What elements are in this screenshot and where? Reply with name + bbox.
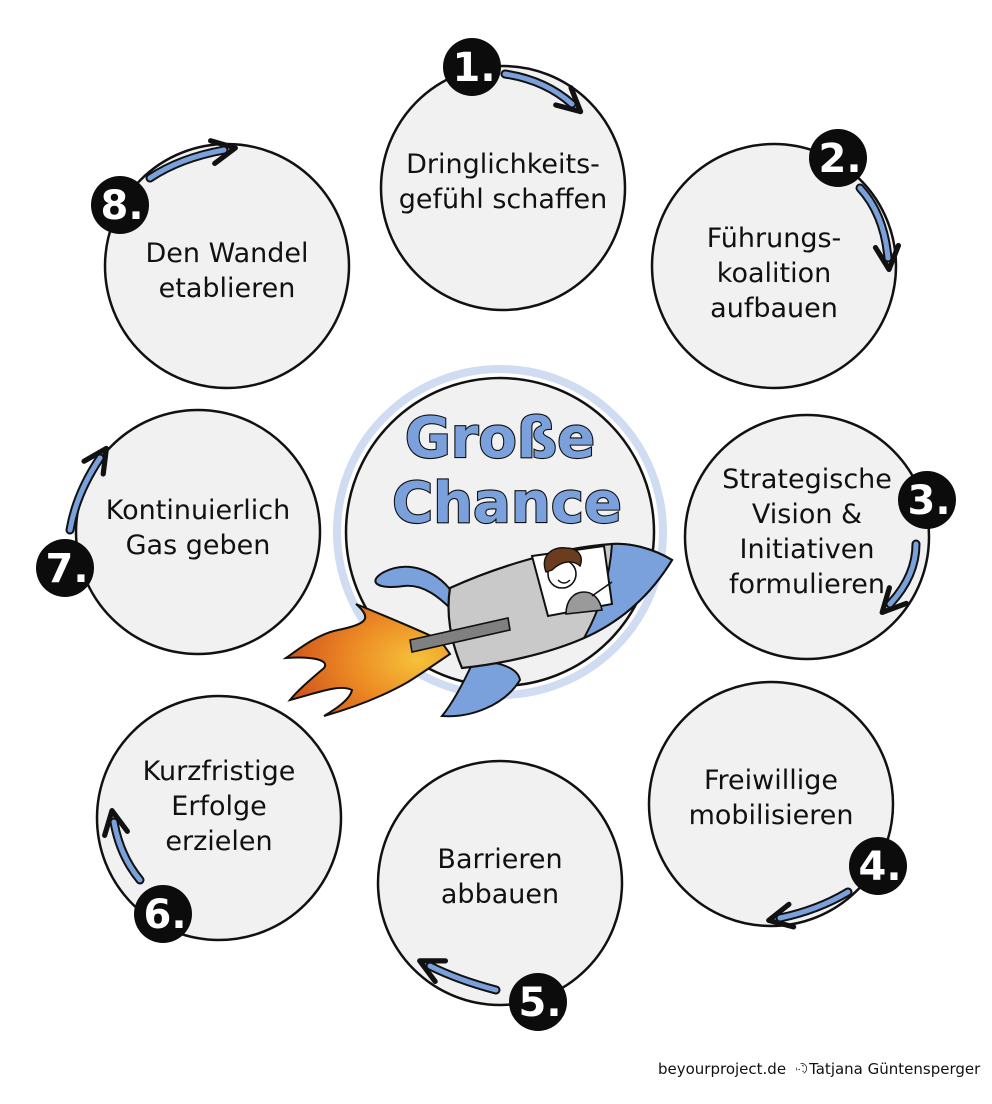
rocket-flame xyxy=(282,603,452,717)
step-2-label-line-2: koalition xyxy=(717,258,831,289)
step-2-label-line-1: Führungs- xyxy=(707,223,842,254)
center-title-line1: Große xyxy=(405,406,595,471)
cycle-arrow-8 xyxy=(147,147,227,181)
step-8-badge-number: 8. xyxy=(100,183,143,229)
footer-site: beyourproject.de xyxy=(658,1060,787,1078)
step-2-badge xyxy=(809,129,867,187)
rocket-exhaust-pipe xyxy=(409,617,511,653)
cycle-arrow-1 xyxy=(502,71,575,107)
cycle-arrow-2 xyxy=(857,185,891,261)
center-title-line2: Chance xyxy=(392,471,622,536)
steps-layer: Dringlichkeits-gefühl schaffenFührungs-k… xyxy=(74,64,931,1007)
step-circle-5 xyxy=(376,759,624,1007)
step-circle-6 xyxy=(95,694,343,942)
step-6-label-line-1: Kurzfristige xyxy=(143,756,296,787)
rocket-fin-bottom xyxy=(439,658,522,718)
step-1-label-line-1: Dringlichkeits- xyxy=(406,149,600,180)
step-8-badge xyxy=(91,176,149,234)
pilot-smile-icon xyxy=(557,579,571,584)
footer-copyright: ©Tatjana Güntensperger xyxy=(794,1060,981,1078)
step-6-badge-number: 6. xyxy=(143,892,186,938)
badges-layer: 1. 2. 3. 4. 5. 6. 7. 8. xyxy=(36,38,956,1031)
step-circle-1 xyxy=(379,64,627,312)
cycle-arrow-6 xyxy=(111,819,143,883)
step-3-label-line-2: Vision & xyxy=(752,499,862,530)
step-7-badge-number: 7. xyxy=(45,546,88,592)
step-7-badge xyxy=(36,539,94,597)
cycle-arrow-7 xyxy=(67,455,103,533)
step-6-label-line-2: Erfolge xyxy=(171,791,266,822)
step-5-badge-number: 5. xyxy=(518,980,561,1026)
step-7-label-line-1: Kontinuierlich xyxy=(106,495,290,526)
step-6-label-line-3: erzielen xyxy=(165,826,272,857)
step-circle-7 xyxy=(74,408,322,656)
step-6-badge xyxy=(134,885,192,943)
step-4-label-line-2: mobilisieren xyxy=(689,800,854,831)
step-circle-3 xyxy=(683,413,931,661)
step-5-badge xyxy=(509,973,567,1031)
rocket-illustration xyxy=(282,542,674,718)
pilot-arm-icon xyxy=(591,581,613,597)
step-5-label-line-1: Barrieren xyxy=(437,844,562,875)
step-8-label-line-2: etablieren xyxy=(159,273,296,304)
step-4-badge-number: 4. xyxy=(858,844,901,890)
step-4-label-line-1: Freiwillige xyxy=(704,765,838,796)
step-1-label-line-2: gefühl schaffen xyxy=(399,184,607,215)
step-2-label-line-3: aufbauen xyxy=(710,293,838,324)
pilot-hair-icon xyxy=(543,547,582,573)
rocket-fin-top xyxy=(374,565,453,613)
cycle-arrow-4 xyxy=(777,889,851,921)
pilot-body-icon xyxy=(565,591,603,615)
step-8-label-line-1: Den Wandel xyxy=(146,238,309,269)
step-1-badge xyxy=(443,38,501,96)
step-3-label-line-4: formulieren xyxy=(729,569,885,600)
center-group: Große Chance xyxy=(282,365,674,718)
step-5-label-line-2: abbauen xyxy=(441,879,559,910)
step-1-badge-number: 1. xyxy=(452,45,495,91)
step-2-badge-number: 2. xyxy=(818,136,861,182)
cycle-arrow-5 xyxy=(427,963,499,993)
step-4-badge xyxy=(849,837,907,895)
step-3-badge xyxy=(898,471,956,529)
arrows-layer xyxy=(65,69,921,995)
step-3-badge-number: 3. xyxy=(907,478,950,524)
cycle-arrow-3 xyxy=(887,541,919,607)
footer-credit: beyourproject.de ©Tatjana Güntensperger xyxy=(658,1057,981,1081)
step-7-label-line-2: Gas geben xyxy=(126,530,271,561)
step-3-label-line-3: Initiativen xyxy=(740,534,875,565)
step-3-label-line-1: Strategische xyxy=(722,464,892,495)
